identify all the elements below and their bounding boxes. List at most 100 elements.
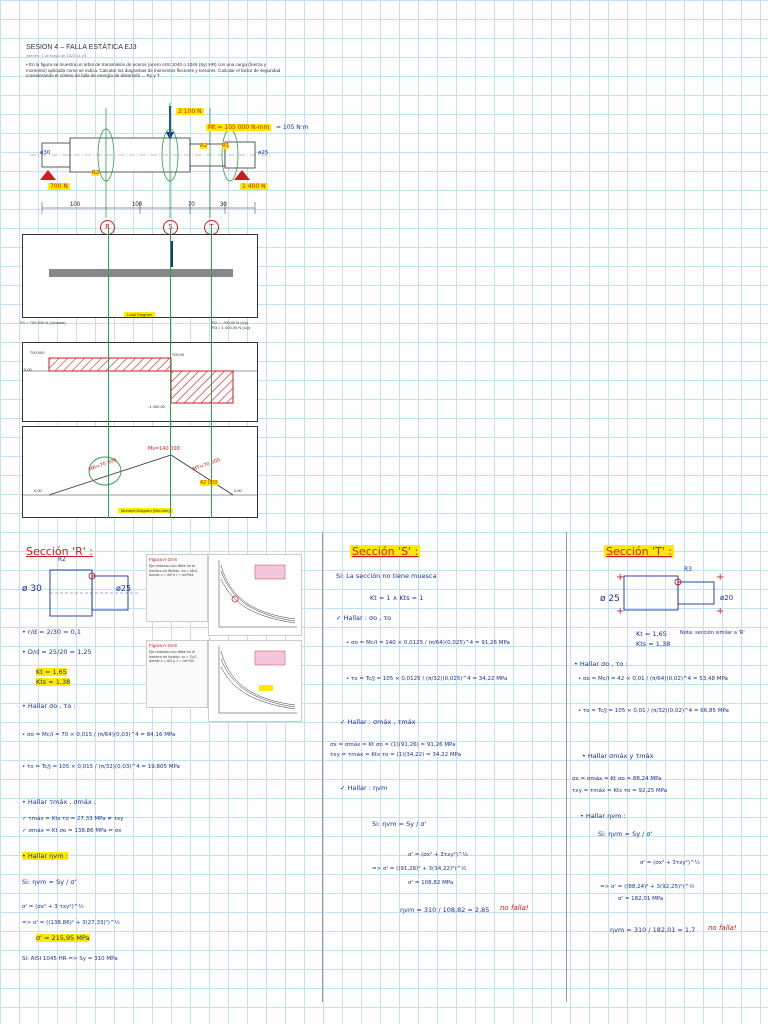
section-t-sketch: + + + + (616, 572, 724, 616)
problem-statement: • En la figura se muestra un árbol de tr… (26, 62, 281, 79)
section-s-line-4: • τo = Tc/J = 105 × 0,0125 / (π/32)(0,02… (346, 676, 508, 682)
r-label-1: R2 (92, 170, 100, 176)
section-t-line-6: • Hallar σmáx y τmáx (582, 752, 654, 760)
section-line-s (170, 228, 171, 518)
section-r-line-4: • Hallar σo , τo : (22, 702, 76, 710)
page-title: SESION 4 – FALLA ESTÁTICA EJ3 (26, 44, 137, 51)
section-s-line-12: σ' = 108,82 MPa (408, 880, 454, 886)
load-diagram (22, 234, 258, 318)
load-diagram-title: Load Diagram (124, 312, 156, 317)
section-r-line-3: Kts = 1,38 (36, 678, 71, 687)
shear-diagram (22, 342, 258, 422)
section-s-line-13: ηvm = 310 / 108,82 = 2,85 (400, 906, 490, 914)
moment-right: 0,00 (234, 488, 242, 493)
svg-text:+: + (616, 572, 624, 583)
section-t-line-8: τxy = τmáx = Kts τo = 92,25 MPa (572, 788, 668, 794)
figure-a-15-8-plot (208, 554, 302, 636)
section-s-line-8: ✓ Hallar : ηvm (340, 784, 388, 792)
section-s-line-7: τxy = τmáx = Kts τo = (1)(34,22) = 34,22… (330, 752, 462, 758)
section-s-line-11: => σ' = ((91,26)² + 3(34,22)²)^½ (372, 866, 467, 872)
section-t-line-5: • τo = Tc/J = 105 × 0,01 / (π/32)(0,02)^… (578, 708, 729, 714)
shaft-drawing (30, 103, 270, 218)
section-t-line-1: Kts = 1,38 (636, 640, 671, 648)
section-r-line-5: • σo = Mc/I = 70 × 0,015 / (π/64)(0,03)^… (22, 732, 176, 738)
shear-top-mid: 700,00 (172, 352, 185, 357)
section-r-sketch (49, 569, 140, 617)
section-s-line-1: Kt = 1 ∧ Kts = 1 (370, 594, 424, 602)
section-t-rlabel: R3 (684, 566, 692, 573)
section-r-dsmall: ø25 (116, 584, 132, 593)
reaction-right: 1 400 N (240, 183, 268, 190)
moment-label-extra: 42 000 (200, 480, 218, 486)
section-r-line-14: σ' = 215,95 MPa (36, 934, 90, 943)
section-r-line-1: • D/d = 25/20 = 1,25 (22, 648, 92, 656)
section-r-line-0: • r/d = 2/30 = 0,1 (22, 628, 81, 636)
shear-top-left: 700,000 (30, 350, 45, 355)
beam-bar (49, 269, 233, 277)
section-s-line-6: σx = σmáx = Kt σo = (1)(91,26) = 91,26 M… (330, 742, 456, 748)
fig2-desc: Eje redondo con filete en el hombro en t… (149, 650, 198, 664)
svg-text:+: + (716, 572, 724, 583)
section-s-line-3: • σo = Mc/I = 140 × 0,0125 / (π/64)(0,02… (346, 640, 510, 646)
column-divider-1 (322, 532, 323, 1002)
section-r-line-2: Kt = 1,65 (36, 668, 67, 677)
figure-a-15-9-plot (208, 640, 302, 722)
shear-left: 0,00 (24, 367, 32, 372)
r-label-2: R2 (200, 143, 208, 149)
section-t-line-0: Kt = 1,65 (636, 630, 667, 638)
page-date: viernes, 1 de mayo de 2023 11:25 (26, 53, 87, 58)
section-r-line-9: ✓ σmáx = Kt σo = 138,86 MPa = σx (22, 828, 122, 834)
section-t-line-14: ηvm = 310 / 182,01 = 1,7 (610, 926, 696, 934)
section-s-line-10: σ' = (σx² + 3τxy²)^½ (408, 852, 468, 858)
moment-extra: = 105 N·m (276, 124, 309, 131)
r-label-3: R1 (222, 143, 230, 149)
section-t-line-11: σ' = (σx² + 3τxy²)^½ (640, 860, 700, 866)
section-t-verdict: no falla! (708, 924, 737, 932)
svg-text:+: + (616, 606, 624, 616)
section-t-dbig: ø 25 (600, 594, 620, 604)
section-t-line-10: Si: ηvm = Sy / σ' (598, 830, 653, 838)
moment-label-s: Ms=140 000 (148, 446, 180, 452)
section-s-verdict: no falla! (500, 904, 529, 912)
section-r-line-15: Si: AISI 1045 HR => Sy = 310 MPa (22, 956, 118, 962)
load-label: 2 100 N (176, 108, 204, 115)
dim-4: 30 (220, 202, 227, 208)
section-s-line-9: Si: ηvm = Sy / σ' (372, 820, 427, 828)
fig2-label: Figura A-15-9 (149, 643, 177, 648)
section-r-title: Sección 'R' : (26, 545, 93, 558)
section-line-t (211, 228, 212, 518)
load-arrow (171, 241, 173, 267)
section-r-line-8: ✓ τmáx = Kts τo = 27,33 MPa ≠ τxy (22, 816, 124, 822)
diam-left: ø30 (40, 150, 51, 156)
section-t-line-13: σ' = 182,01 MPa (618, 896, 664, 902)
dim-2: 100 (132, 202, 143, 208)
section-r-line-12: σ' = (σx² + 3 τxy²)^½ (22, 904, 84, 910)
load-right-note: R2 = -700,00 N (Up) R3 = 1 400,00 N (Up) (212, 320, 251, 330)
moment-left: 0,00 (34, 488, 42, 493)
section-t-title: Sección 'T' : (604, 545, 675, 558)
moment-diagram (22, 426, 258, 518)
dim-1: 100 (70, 202, 81, 208)
figure-a-15-9-caption: Figura A-15-9 Eje redondo con filete en … (146, 640, 208, 708)
figure-a-15-8-caption: Figura A-15-8 Eje redondo con filete en … (146, 554, 208, 622)
section-t-line-2: Nota: sección similar a 'R' (680, 630, 745, 636)
section-r-line-13: => σ' = ((138,86)² + 3(27,33)²)^½ (22, 920, 120, 926)
section-t-line-4: • σo = Mc/I = 42 × 0,01 / (π/64)(0,02)^4… (578, 676, 728, 682)
section-s-line-5: ✓ Hallar : σmáx , τmáx (340, 718, 416, 726)
load-left-note: R1 = 700,000 N (Upward) (20, 320, 66, 325)
moment-diagram-title: Moment Diagram (Nm-mm) (118, 508, 173, 513)
svg-text:+: + (716, 606, 724, 616)
section-s-line-0: Si: La sección no tiene muesca (336, 572, 437, 580)
fig1-desc: Eje redondo con filete en el hombro en f… (149, 564, 199, 578)
section-r-line-6: • τo = Tc/J = 105 × 0,015 / (π/32)(0,03)… (22, 764, 180, 770)
section-s-title: Sección 'S' : (350, 545, 421, 558)
diam-right: ø25 (258, 150, 269, 156)
section-line-r (108, 228, 109, 518)
section-r-dbig: ø 30 (22, 584, 42, 594)
section-s-line-2: ✓ Hallar : σo , τo (336, 614, 392, 622)
section-t-line-12: => σ' = ((88,24)² + 3(92,25)²)^½ (600, 884, 695, 890)
dim-3: 70 (188, 202, 195, 208)
section-r-rlabel: R2 (58, 556, 66, 563)
reaction-left: 700 N (48, 183, 70, 190)
column-divider-2 (566, 532, 567, 1002)
